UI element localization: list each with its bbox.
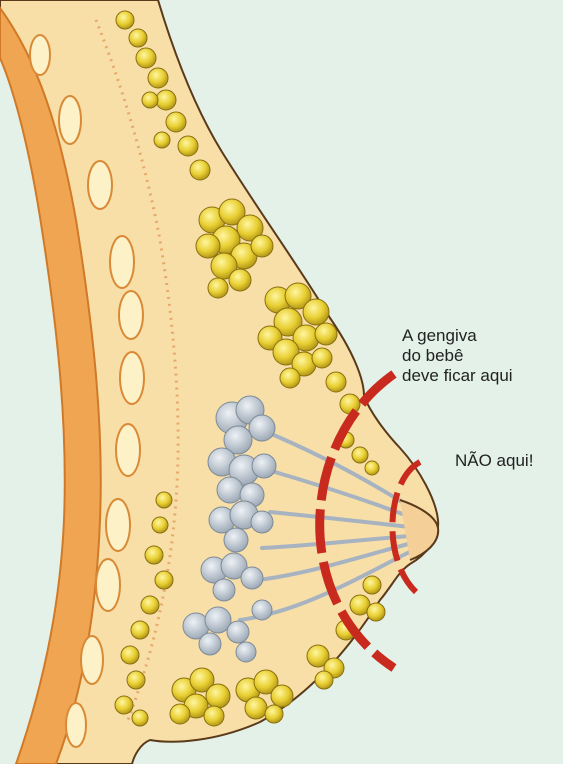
wrong-latch-label: NÃO aqui!: [455, 451, 533, 471]
correct-latch-label-line-1: A gengiva: [402, 326, 513, 346]
correct-latch-label-line-3: deve ficar aqui: [402, 366, 513, 386]
correct-latch-label: A gengiva do bebê deve ficar aqui: [402, 326, 513, 386]
correct-latch-label-line-2: do bebê: [402, 346, 513, 366]
